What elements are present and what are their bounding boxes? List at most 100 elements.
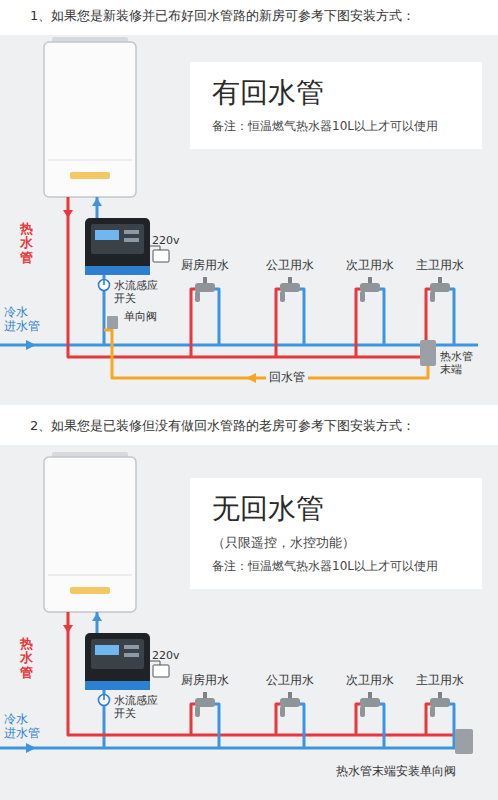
hot-pipe-end-fitting (420, 340, 436, 366)
flow-arrow (246, 373, 256, 383)
flow-arrow (63, 625, 73, 633)
flow-switch-icon (103, 695, 105, 700)
part-label: 单向阀 (124, 310, 157, 323)
cold-branch-pipe (298, 704, 304, 748)
hot-water-pipe (68, 197, 428, 357)
cold-branch-pipe (213, 704, 219, 748)
box-heading: 有回水管 (212, 74, 466, 112)
screen-bar (124, 230, 139, 234)
voltage-label: 220v (152, 234, 180, 247)
faucet-handle (368, 277, 372, 283)
box-note: 备注：恒温燃气热水器10L以上才可以使用 (212, 118, 466, 135)
water-heater (44, 457, 136, 612)
faucet-handle (438, 692, 442, 698)
part-label: 水流感应 开关 (114, 694, 162, 720)
faucet-spout (430, 291, 435, 302)
pipe-label: 回水管 (266, 370, 308, 384)
info-box: 无回水管 （只限遥控，水控功能） 备注：恒温燃气热水器10L以上才可以使用 (190, 478, 482, 589)
heater-seam (48, 160, 132, 161)
cold-water-pipe (0, 747, 458, 750)
part-label: 热水管 末端 (440, 350, 476, 376)
screen-digits (95, 230, 119, 240)
flow-switch-icon (99, 695, 110, 706)
cold-branch-pipe (213, 289, 219, 345)
outlet-label: 次卫用水 (346, 258, 394, 272)
cold-branch-pipe (378, 704, 384, 748)
outlet-label: 次卫用水 (346, 673, 394, 687)
faucet-spout (360, 291, 365, 302)
outlet-label: 主卫用水 (416, 673, 464, 687)
screen-bar (124, 645, 139, 649)
faucet-body (430, 698, 450, 707)
controller-screen (91, 224, 144, 254)
faucet-spout (195, 706, 200, 717)
heater-seam (48, 575, 132, 576)
pipe-label: 冷水 进水管 (4, 712, 42, 741)
faucet-body (360, 698, 380, 707)
faucet-handle (288, 277, 292, 283)
outlet-label: 主卫用水 (416, 258, 464, 272)
outlet-label: 厨房用水 (181, 673, 229, 687)
screen-bar (124, 238, 139, 242)
voltage-label: 220v (152, 649, 180, 662)
faucet-handle (368, 692, 372, 698)
pipe-label: 冷水 进水管 (4, 305, 42, 334)
faucet-spout (430, 706, 435, 717)
faucet-handle (288, 692, 292, 698)
cold-branch-pipe (378, 289, 384, 345)
faucet-body (195, 698, 215, 707)
heading: 2、如果您是已装修但没有做回水管路的老房可参考下图安装方式： (30, 418, 415, 434)
flow-arrow (63, 210, 73, 218)
cold-branch-pipe (448, 289, 454, 345)
pump-controller (85, 633, 150, 690)
power-outlet (153, 665, 169, 677)
faucet-body (430, 283, 450, 292)
pipe-label: 热水管 (20, 222, 33, 265)
flow-arrow (92, 613, 102, 621)
panel-ground (0, 445, 498, 800)
check-valve (107, 316, 118, 329)
cold-branch-pipe (448, 704, 454, 748)
cold-branch-pipe (298, 289, 304, 345)
controller-band (85, 681, 150, 690)
flow-switch-icon (103, 280, 105, 285)
part-label: 热水管末端安装单向阀 (336, 764, 456, 778)
flow-arrow (92, 198, 102, 206)
heater-display (70, 587, 110, 594)
panel-ground (0, 35, 498, 405)
cold-water-pipe (0, 344, 478, 347)
pump-controller (85, 218, 150, 275)
heading: 1、如果您是新装修并已布好回水管路的新房可参考下图安装方式： (30, 8, 415, 24)
flow-switch-icon (99, 280, 110, 291)
heater-display (70, 172, 110, 179)
outlet-label: 公卫用水 (266, 673, 314, 687)
box-heading: 无回水管 (212, 490, 466, 528)
faucet-body (280, 698, 300, 707)
faucet-body (195, 283, 215, 292)
faucet-handle (203, 692, 207, 698)
controller-screen (91, 639, 144, 669)
info-box: 有回水管备注：恒温燃气热水器10L以上才可以使用 (190, 62, 482, 149)
faucet-body (360, 283, 380, 292)
outlet-label: 公卫用水 (266, 258, 314, 272)
power-outlet (153, 250, 169, 262)
faucet-body (280, 283, 300, 292)
faucet-spout (360, 706, 365, 717)
pipe-label: 热水管 (20, 637, 33, 680)
screen-bar (124, 653, 139, 657)
hot-water-pipe (68, 612, 458, 735)
faucet-spout (280, 706, 285, 717)
flow-arrow (26, 340, 36, 350)
faucet-spout (280, 291, 285, 302)
water-heater (44, 42, 136, 197)
flow-arrow (26, 743, 36, 753)
screen-digits (95, 645, 119, 655)
faucet-handle (438, 277, 442, 283)
part-label: 水流感应 开关 (114, 279, 162, 305)
box-note: 备注：恒温燃气热水器10L以上才可以使用 (212, 558, 466, 575)
controller-band (85, 266, 150, 275)
faucet-spout (195, 291, 200, 302)
faucet-handle (203, 277, 207, 283)
box-note: （只限遥控，水控功能） (212, 534, 466, 552)
outlet-label: 厨房用水 (181, 258, 229, 272)
